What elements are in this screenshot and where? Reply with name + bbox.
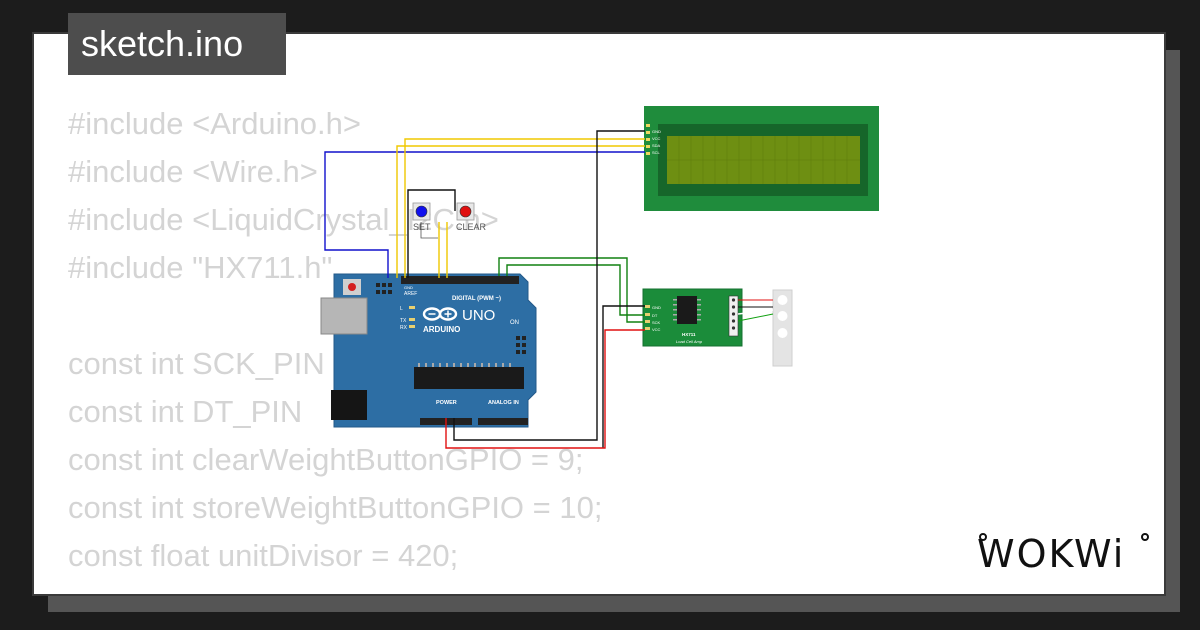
hx711-pin-sck: SCK bbox=[652, 320, 661, 325]
lcd-display[interactable]: GND VCC SDA SCL bbox=[644, 106, 879, 211]
power-pins-label: POWER bbox=[436, 400, 457, 406]
code-line: #include <LiquidCrystal_I2C.h> bbox=[68, 202, 499, 237]
digital-pins-label: DIGITAL (PWM ~) bbox=[452, 296, 501, 302]
file-tab[interactable]: sketch.ino bbox=[68, 13, 286, 75]
arduino-logo bbox=[422, 307, 458, 321]
board-brand: ARDUINO bbox=[423, 325, 460, 334]
code-line: #include <Arduino.h> bbox=[68, 106, 362, 141]
wokwi-logo: WOKWi bbox=[977, 532, 1149, 576]
code-line: const int storeWeightButtonGPIO = 10; bbox=[68, 490, 603, 525]
hx711-module[interactable]: GND DT SCK VCC HX711 Load Cell Amp bbox=[642, 288, 743, 347]
code-line: #include <Wire.h> bbox=[68, 154, 318, 189]
code-preview: #include <Arduino.h> #include <Wire.h> #in… bbox=[68, 100, 602, 580]
preview-card bbox=[34, 34, 1164, 594]
atmega-chip bbox=[414, 367, 524, 389]
lcd-pin-scl: SCL bbox=[652, 150, 661, 155]
svg-text:TX: TX bbox=[400, 318, 407, 324]
board-model: UNO bbox=[462, 307, 495, 324]
hx711-pin-gnd: GND bbox=[652, 305, 661, 310]
wires bbox=[324, 130, 774, 449]
lcd-pin-gnd: GND bbox=[652, 129, 661, 134]
reset-button[interactable] bbox=[348, 283, 356, 291]
set-button-label: SET bbox=[413, 222, 431, 232]
power-jack bbox=[331, 390, 367, 420]
analog-pins-label: ANALOG IN bbox=[488, 400, 519, 406]
svg-text:RX: RX bbox=[400, 325, 408, 331]
code-line: const int SCK_PIN bbox=[68, 346, 325, 381]
analog-header bbox=[478, 418, 528, 425]
code-line: #include "HX711.h" bbox=[68, 250, 333, 285]
svg-text:GND: GND bbox=[404, 285, 413, 290]
hx711-chip bbox=[677, 296, 697, 324]
load-cell[interactable] bbox=[772, 289, 793, 367]
digital-header bbox=[401, 276, 519, 284]
usb-port bbox=[320, 297, 368, 335]
set-pushbutton[interactable]: SET bbox=[412, 202, 431, 232]
hx711-pin-dt: DT bbox=[652, 313, 658, 318]
lcd-pin-vcc: VCC bbox=[652, 136, 661, 141]
hx711-title: HX711 bbox=[682, 332, 696, 337]
on-led-label: ON bbox=[510, 320, 519, 326]
lcd-pin-sda: SDA bbox=[652, 143, 661, 148]
svg-text:L: L bbox=[400, 306, 403, 312]
clear-button-label: CLEAR bbox=[456, 222, 487, 232]
svg-text:AREF: AREF bbox=[404, 291, 417, 297]
code-line: const int DT_PIN bbox=[68, 394, 303, 429]
svg-text:WOKWi: WOKWi bbox=[977, 532, 1125, 576]
hx711-pin-vcc: VCC bbox=[652, 327, 661, 332]
hx711-subtitle: Load Cell Amp bbox=[676, 339, 703, 344]
code-line: const float unitDivisor = 420; bbox=[68, 538, 459, 573]
clear-pushbutton[interactable]: CLEAR bbox=[456, 202, 487, 232]
